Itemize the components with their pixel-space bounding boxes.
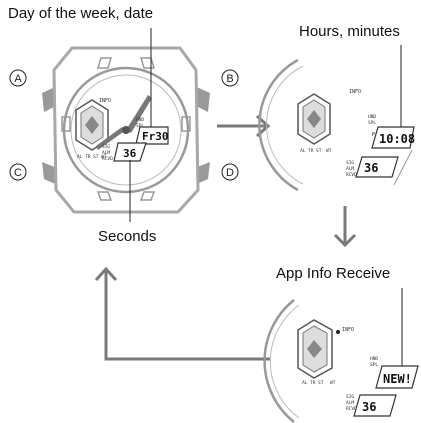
seconds-display-2: 36: [364, 161, 378, 175]
watch1-alarm-rcvd: RCVD: [102, 156, 113, 162]
button-label-b: B: [226, 73, 233, 85]
flow-arrow-return: [94, 266, 270, 361]
watch3-bottom-wt: WT: [330, 380, 336, 386]
watch2-alarm-alm: ALM: [346, 166, 354, 172]
time-display-frame: [371, 126, 415, 149]
watch3-bottom-al: AL: [302, 380, 308, 386]
status-display-frame: [375, 365, 419, 389]
seconds-display-frame: [113, 142, 147, 162]
minute-hand: [96, 127, 126, 150]
caption-day-date: Day of the week, date: [8, 5, 154, 22]
watch1-bottom-al: AL: [77, 154, 83, 160]
watch3-mode-hnd: HND: [370, 356, 378, 362]
caption-app-info-receive: App Info Receive: [276, 265, 391, 282]
watch2-bottom-st: ST: [316, 148, 322, 154]
seconds-display-frame: [355, 156, 399, 178]
watch3-info-label: INFO: [342, 327, 354, 333]
watch1-bottom-st: ST: [93, 154, 99, 160]
button-labels: A B C D: [9, 69, 239, 181]
watch-full-view: INFO HND SPL SIG ALM RCVD AL TR ST WT Fr…: [42, 46, 210, 214]
watch2-alarm-rcvd: RCVD: [346, 172, 357, 178]
status-display: NEW!: [383, 372, 412, 386]
watch3-mode-spl: SPL: [370, 362, 378, 368]
flow-arrow-down: [333, 206, 357, 248]
button-label-d: D: [226, 167, 234, 179]
watch3-alarm-rcvd: RCVD: [346, 406, 357, 412]
watch2-info-label: INFO: [349, 89, 361, 95]
watch2-mode-spl: SPL: [368, 120, 376, 126]
watch1-bottom-tr: TR: [85, 154, 91, 160]
hour-hand: [126, 95, 152, 133]
button-label-a: A: [14, 73, 22, 85]
date-display: Fr30: [142, 130, 169, 143]
watch1-alarm-alm: ALM: [102, 150, 110, 156]
caption-hours-minutes: Hours, minutes: [299, 23, 400, 40]
watch3-alarm-alm: ALM: [346, 400, 354, 406]
watch1-mode-spl: SPL: [136, 123, 144, 129]
watch1-alarm-sig: SIG: [102, 144, 110, 150]
watch-hours-minutes-view: INFO HND SPL SIG ALM RCVD AL TR ST WT P …: [258, 58, 421, 192]
watch2-bottom-al: AL: [300, 148, 306, 154]
watch3-alarm-sig: SIG: [346, 394, 354, 400]
watch1-bottom-wt: WT: [101, 154, 107, 160]
button-label-c: C: [14, 167, 22, 179]
watch2-bottom-tr: TR: [308, 148, 314, 154]
watch3-bottom-st: ST: [318, 380, 324, 386]
watch-app-info-receive-view: INFO HND SPL SIG ALM RCVD AL TR ST WT NE…: [263, 299, 419, 423]
watch3-bottom-tr: TR: [310, 380, 316, 386]
watch1-info-label: INFO: [99, 98, 111, 104]
watch2-alarm-sig: SIG: [346, 160, 354, 166]
time-display: 10:08: [379, 132, 415, 146]
watch2-mode-hnd: HND: [368, 114, 376, 120]
date-display-frame: [135, 126, 169, 145]
watch2-bottom-wt: WT: [326, 148, 332, 154]
caption-seconds: Seconds: [98, 228, 157, 245]
pm-indicator: P: [372, 132, 375, 138]
seconds-display-3: 36: [362, 400, 376, 414]
seconds-display-1: 36: [123, 147, 137, 160]
watch1-mode-hnd: HND: [136, 117, 144, 123]
seconds-display-frame: [353, 394, 397, 417]
